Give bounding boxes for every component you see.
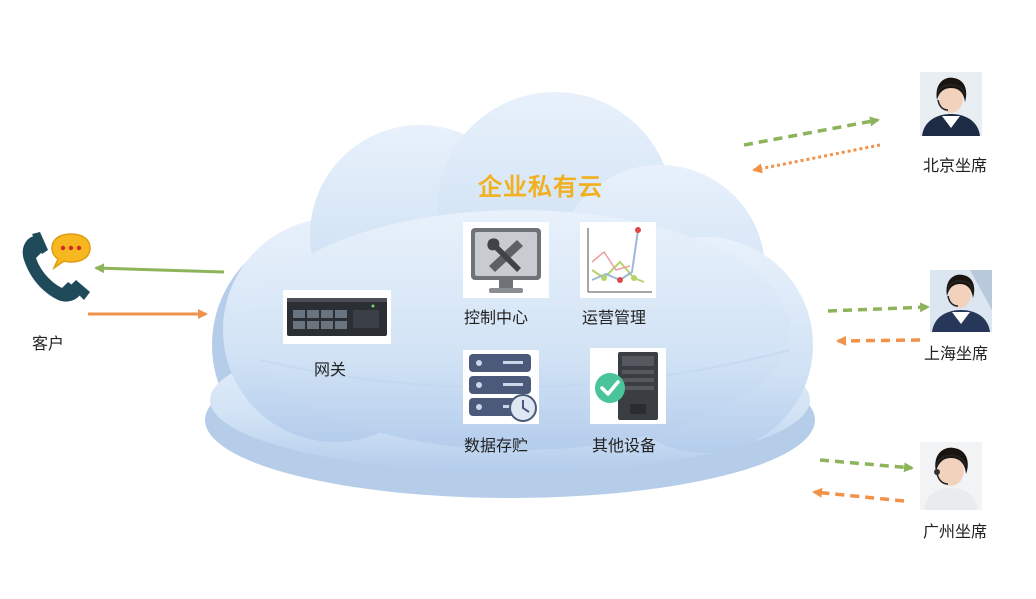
gateway-device-icon — [287, 298, 387, 336]
arrow-cloud-to-client — [94, 263, 225, 274]
database-server-icon — [469, 354, 537, 422]
line-chart-icon — [587, 227, 652, 293]
agent-beijing-node[interactable] — [920, 72, 982, 136]
gateway-node[interactable] — [283, 290, 391, 344]
arrow-cloud-to-beijing — [743, 116, 880, 147]
speech-bubble-icon — [51, 233, 91, 271]
other-devices-label: 其他设备 — [592, 436, 657, 455]
arrow-shanghai-to-cloud — [836, 335, 921, 346]
agent-headset-avatar-icon — [920, 442, 982, 510]
control-center-node[interactable] — [463, 222, 549, 298]
arrow-beijing-to-cloud — [752, 143, 881, 174]
agent-guangzhou-label: 广州坐席 — [923, 522, 988, 541]
gateway-label: 网关 — [314, 360, 347, 379]
arrow-cloud-to-guangzhou — [819, 458, 914, 473]
arrow-guangzhou-to-cloud — [812, 487, 905, 503]
client-label: 客户 — [32, 334, 65, 353]
agent-guangzhou-node[interactable] — [920, 442, 982, 510]
monitor-tools-icon — [471, 228, 541, 293]
agent-shanghai-node[interactable] — [930, 270, 992, 332]
storage-node[interactable] — [463, 350, 539, 424]
client-node[interactable] — [18, 230, 96, 306]
server-tower-icon — [595, 352, 658, 420]
arrow-cloud-to-shanghai — [827, 302, 930, 313]
operations-node[interactable] — [580, 222, 656, 298]
agent-headset-avatar-icon — [920, 72, 982, 136]
agent-headset-avatar-icon — [930, 270, 992, 332]
phone-icon — [22, 232, 90, 302]
other-devices-node[interactable] — [590, 348, 666, 424]
storage-label: 数据存贮 — [464, 436, 529, 455]
cloud-title: 企业私有云 — [478, 172, 603, 201]
agent-beijing-label: 北京坐席 — [923, 156, 988, 175]
control-center-label: 控制中心 — [464, 308, 529, 327]
agent-shanghai-label: 上海坐席 — [924, 344, 989, 363]
operations-label: 运营管理 — [582, 308, 647, 327]
